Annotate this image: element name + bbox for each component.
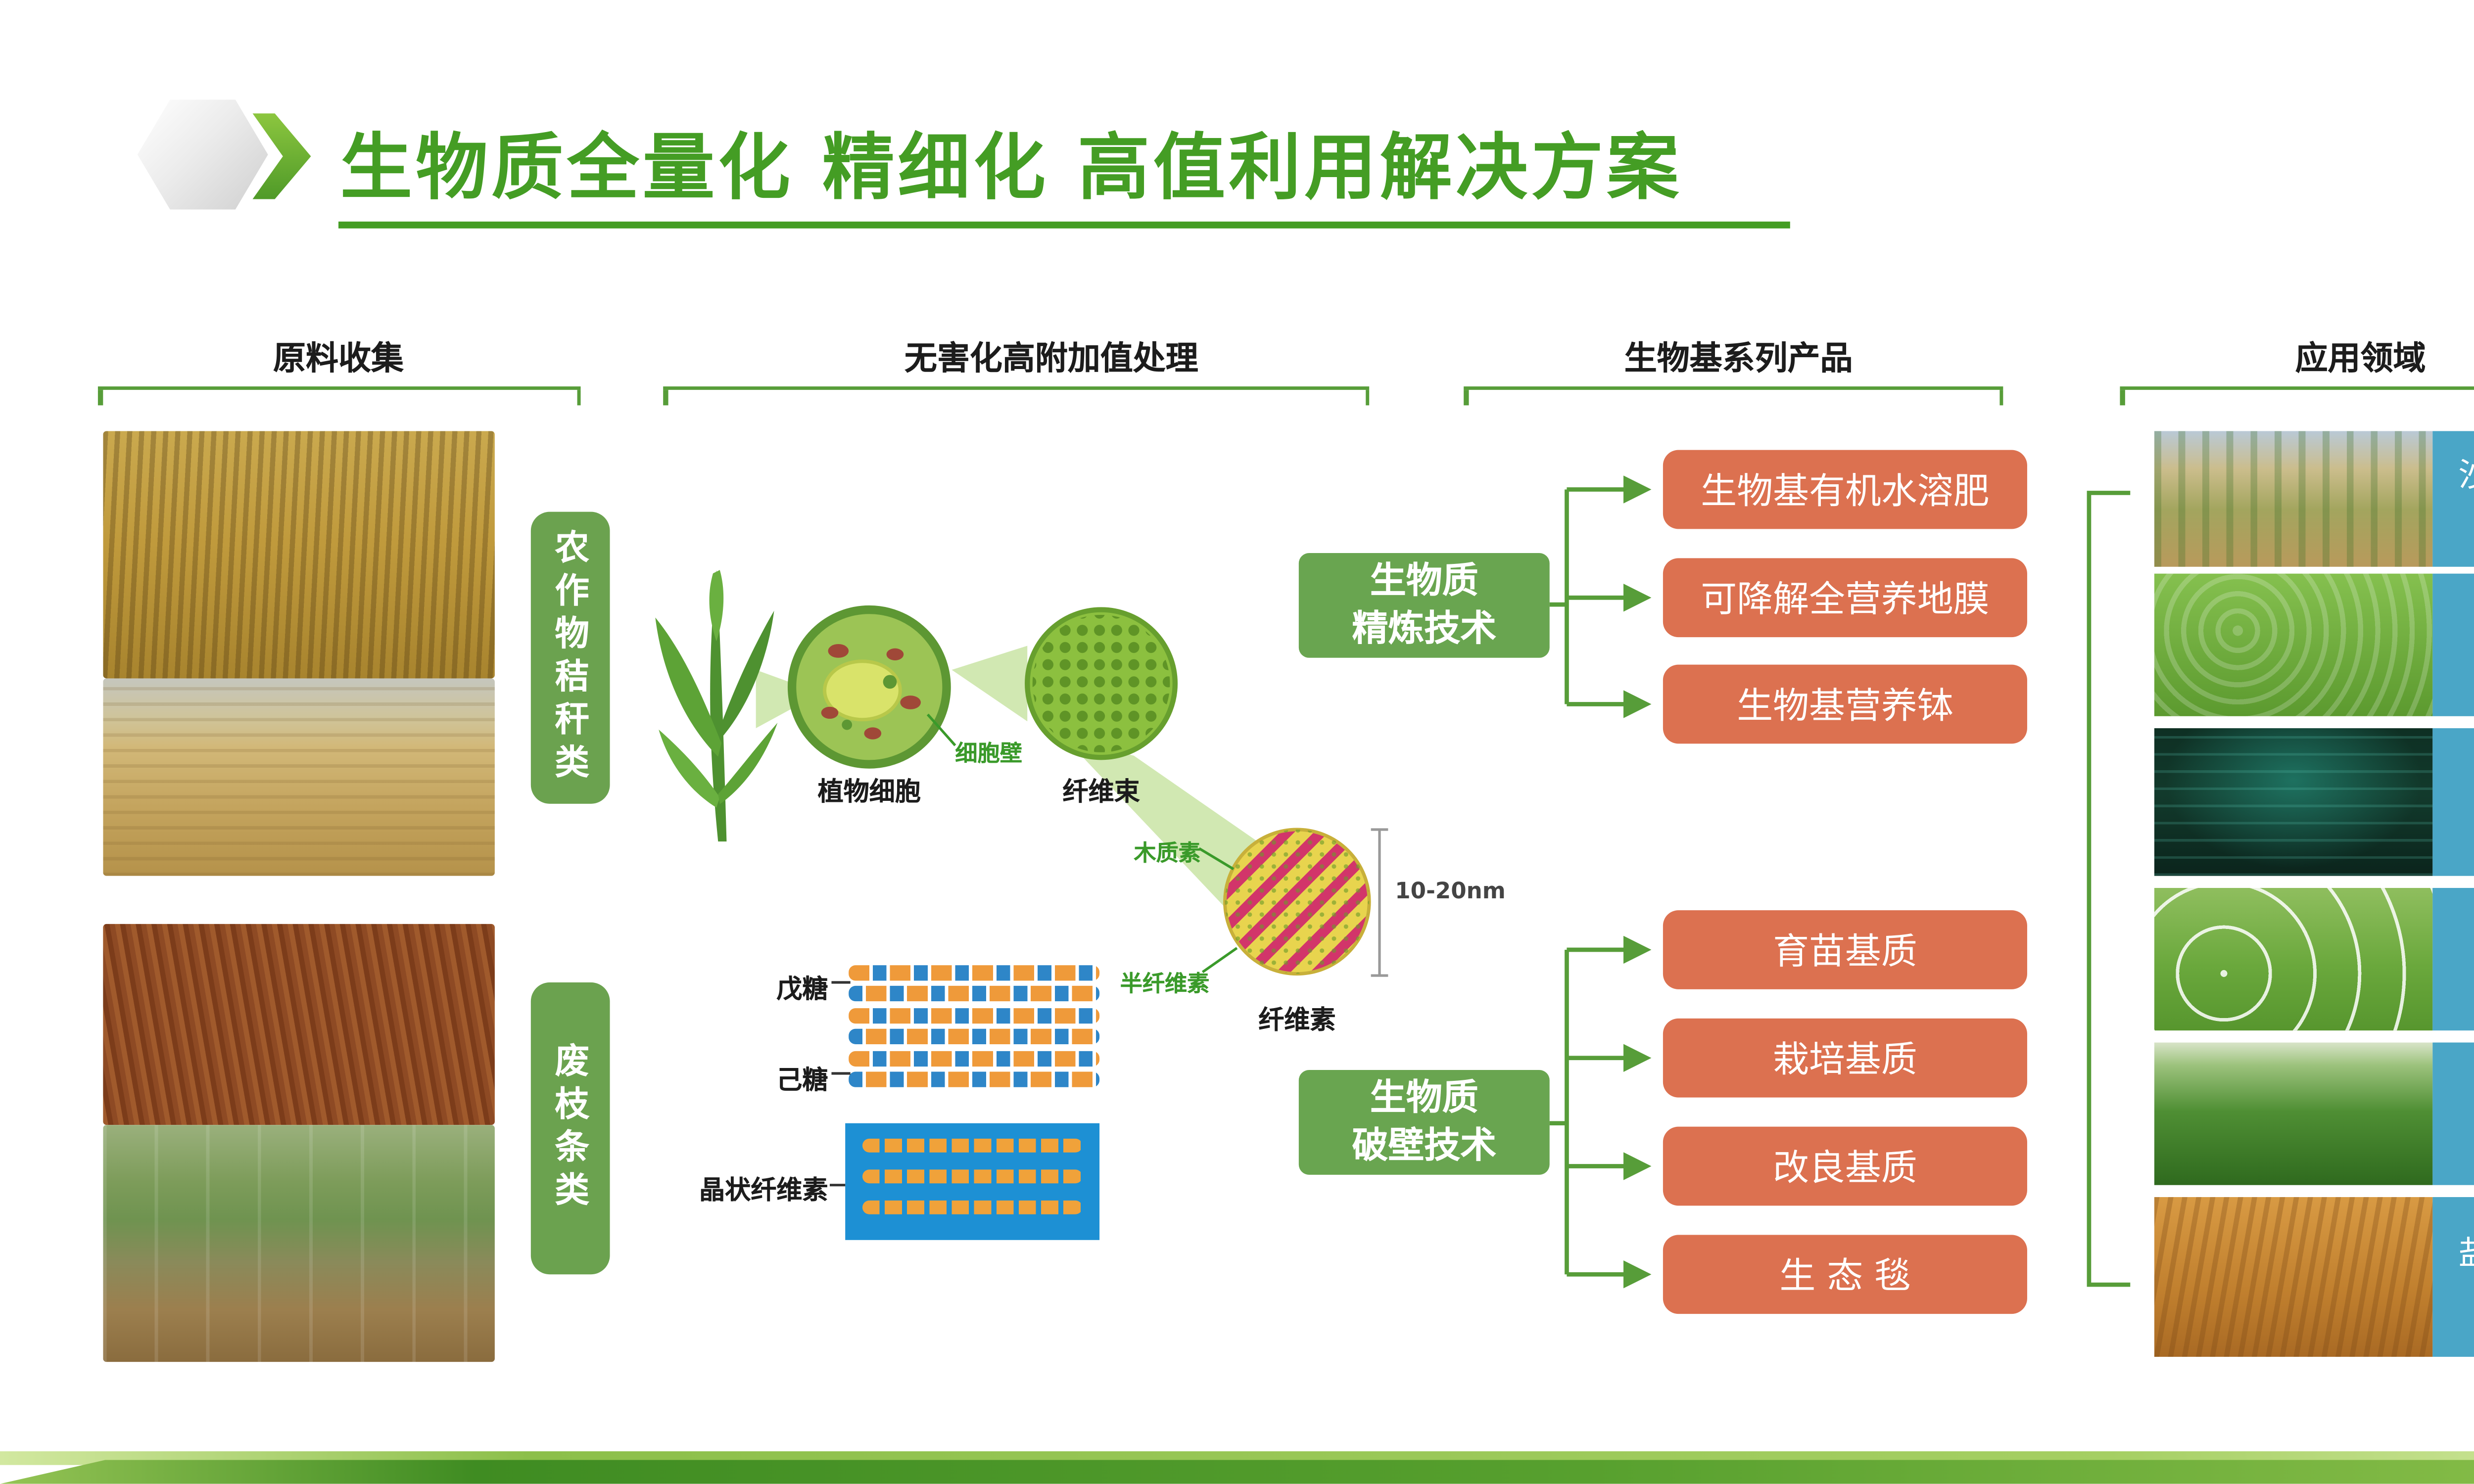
label-plant-cell: 植物细胞 — [817, 776, 921, 807]
footer-ribbon-dark — [0, 1460, 2474, 1484]
product-seedling-substrate: 育苗基质 — [1663, 910, 2027, 989]
photo-saline-soil — [2154, 1197, 2433, 1357]
bracket-collection — [97, 386, 581, 406]
bracket-processing — [663, 386, 1370, 406]
tech-breaking-line2: 破壁技术 — [1352, 1124, 1497, 1165]
fiber-bundle-icon — [1025, 607, 1178, 760]
tech-box-wall-breaking: 生物质 破壁技术 — [1298, 1070, 1550, 1175]
label-crystalline-cellulose: 晶状纤维素 — [699, 1174, 828, 1206]
app-label-line: 沙漠化 — [2458, 453, 2474, 499]
label-scale-10-20nm: 10-20nm — [1395, 879, 1506, 905]
product-degradable-mulch-film: 可降解全营养地膜 — [1663, 558, 2027, 638]
photo-desertification-control — [2154, 431, 2433, 567]
photo-pruned-branches — [103, 924, 495, 1125]
app-label-livestock: 畜牧 养殖 — [2432, 888, 2474, 1031]
section-title-collection: 原料收集 — [273, 340, 404, 378]
chain-row — [849, 1050, 1100, 1066]
app-label-saline-soil: 盐碱地 改良 — [2432, 1197, 2474, 1357]
section-title-applications: 应用领域 — [2295, 340, 2426, 378]
bracket-applications — [2120, 386, 2474, 406]
chain-row — [849, 1029, 1100, 1045]
photo-agriculture-data — [2154, 728, 2433, 876]
chain-row — [849, 986, 1100, 1002]
label-lignin: 木质素 — [1134, 841, 1201, 868]
bead-chain — [862, 1200, 1083, 1214]
sugar-chain-diagram — [849, 965, 1100, 1093]
chain-row — [849, 965, 1100, 981]
bead-chain — [862, 1169, 1083, 1184]
photo-orchard-branches — [103, 1125, 495, 1362]
page-title: 生物质全量化 精细化 高值利用解决方案 — [340, 125, 1682, 210]
photo-fertility-improvement — [2154, 573, 2433, 716]
crystalline-cellulose-diagram — [845, 1123, 1100, 1240]
tech-breaking-line1: 生物质 — [1370, 1077, 1478, 1118]
product-cultivation-substrate: 栽培基质 — [1663, 1018, 2027, 1098]
bracket-products — [1464, 386, 2003, 406]
chain-row — [849, 1071, 1100, 1087]
cellulose-microfibril-icon — [1223, 828, 1371, 976]
plant-illustration-icon — [655, 570, 778, 842]
photo-corn-stalks — [103, 431, 495, 679]
label-cell-wall: 细胞壁 — [955, 742, 1022, 768]
photo-livestock — [2154, 888, 2433, 1031]
app-label-fertility: 肥力 提升 — [2432, 573, 2474, 716]
photo-landscaping — [2154, 1042, 2433, 1185]
app-label-line: 盐碱地 — [2458, 1231, 2474, 1277]
label-cellulose: 纤维素 — [1258, 1005, 1336, 1036]
title-underline — [338, 221, 1790, 228]
category-waste-branches: 废枝条类 — [530, 982, 610, 1275]
section-title-products: 生物基系列产品 — [1624, 340, 1853, 378]
label-pentose: 戊糖 — [776, 974, 828, 1005]
photo-straw-bales — [103, 678, 495, 876]
app-label-agriculture-data: 农业 数据 — [2432, 728, 2474, 876]
tech-box-refining: 生物质 精炼技术 — [1298, 553, 1550, 658]
plant-cell-icon — [787, 605, 951, 769]
chain-row — [849, 1008, 1100, 1023]
app-label-landscaping: 园林 绿化 — [2432, 1042, 2474, 1185]
app-label-desertification: 沙漠化 治理 — [2432, 431, 2474, 567]
section-title-processing: 无害化高附加值处理 — [904, 340, 1198, 378]
product-water-soluble-fertilizer: 生物基有机水溶肥 — [1663, 450, 2027, 529]
label-hemicellulose: 半纤维素 — [1120, 972, 1210, 998]
category-crop-straw: 农作物秸秆类 — [530, 511, 610, 804]
tech-refining-line2: 精炼技术 — [1352, 607, 1497, 649]
product-improvement-substrate: 改良基质 — [1663, 1126, 2027, 1206]
label-fiber-bundle: 纤维束 — [1062, 776, 1140, 807]
bead-chain — [862, 1138, 1083, 1153]
tech-refining-line1: 生物质 — [1370, 560, 1478, 602]
product-nutrient-pot: 生物基营养钵 — [1663, 664, 2027, 744]
hexagon-icon — [137, 99, 268, 210]
label-hexose: 己糖 — [776, 1065, 828, 1096]
product-eco-blanket: 生 态 毯 — [1663, 1235, 2027, 1314]
